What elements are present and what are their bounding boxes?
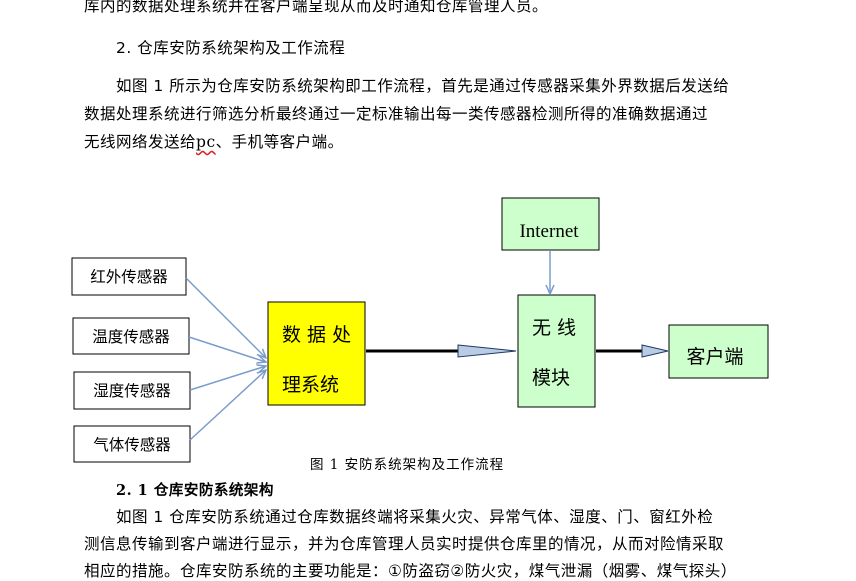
client-label: 客户端 [686,346,743,368]
data-processing-box [267,301,366,406]
pc-term: pc [196,133,216,151]
section-heading: 2. 1 仓库安防系统架构 [116,482,274,499]
wireless-module-box [517,294,596,408]
paragraph-text: 、手机等客户端。 [215,133,344,151]
paragraph-line: 库内的数据处理系统并在客户端呈现从而及时通知仓库管理人员。 [84,0,549,15]
internet-box [501,197,600,251]
paragraph-line: 数据处理系统进行筛选分析最终通过一定标准输出每一类传感器检测所得的准确数据通过 [84,105,709,123]
arrow-humidity [189,366,266,391]
arrow-temperature [188,336,266,362]
wireless-label-line1: 无 线 [532,317,576,339]
client-box [668,324,769,379]
sensor-label-gas: 气体传感器 [93,436,171,454]
paragraph-line: 如图 1 仓库安防系统通过仓库数据终端将采集火灾、异常气体、湿度、门、窗红外检 [116,508,714,526]
paragraph-line: 如图 1 所示为仓库安防系统架构即工作流程，首先是通过传感器采集外界数据后发送给 [116,77,730,95]
sensor-box-gas [73,425,191,463]
internet-label: Internet [519,221,579,242]
arrow-wireless-head [641,344,669,358]
arrow-gas [189,370,266,441]
arrow-processor-head [457,344,517,358]
paragraph-text: 无线网络发送给 [84,133,197,151]
sensor-box-infrared [71,257,187,296]
section-heading: 2. 仓库安防系统架构及工作流程 [116,39,346,57]
paragraph-line: 无线网络发送给pc、手机等客户端。 [84,130,344,152]
sensor-box-humidity [73,371,191,410]
sensor-box-temperature [72,317,190,355]
arrow-infrared [185,277,266,358]
figure-caption: 图 1 安防系统架构及工作流程 [310,457,505,473]
sensor-label-infrared: 红外传感器 [90,268,168,286]
processor-label-line2: 理系统 [282,374,339,396]
wireless-label-line2: 模块 [532,367,570,389]
paragraph-line: 测信息传输到客户端进行显示，并为仓库管理人员实时提供仓库里的情况，从而对险情采取 [84,535,725,553]
sensor-label-temperature: 温度传感器 [92,328,170,346]
processor-label-line1: 数 据 处 [282,324,351,346]
paragraph-line: 相应的措施。仓库安防系统的主要功能是：①防盗窃②防火灾，煤气泄漏（烟雾、煤气探头… [84,562,737,580]
sensor-label-humidity: 湿度传感器 [93,382,171,400]
